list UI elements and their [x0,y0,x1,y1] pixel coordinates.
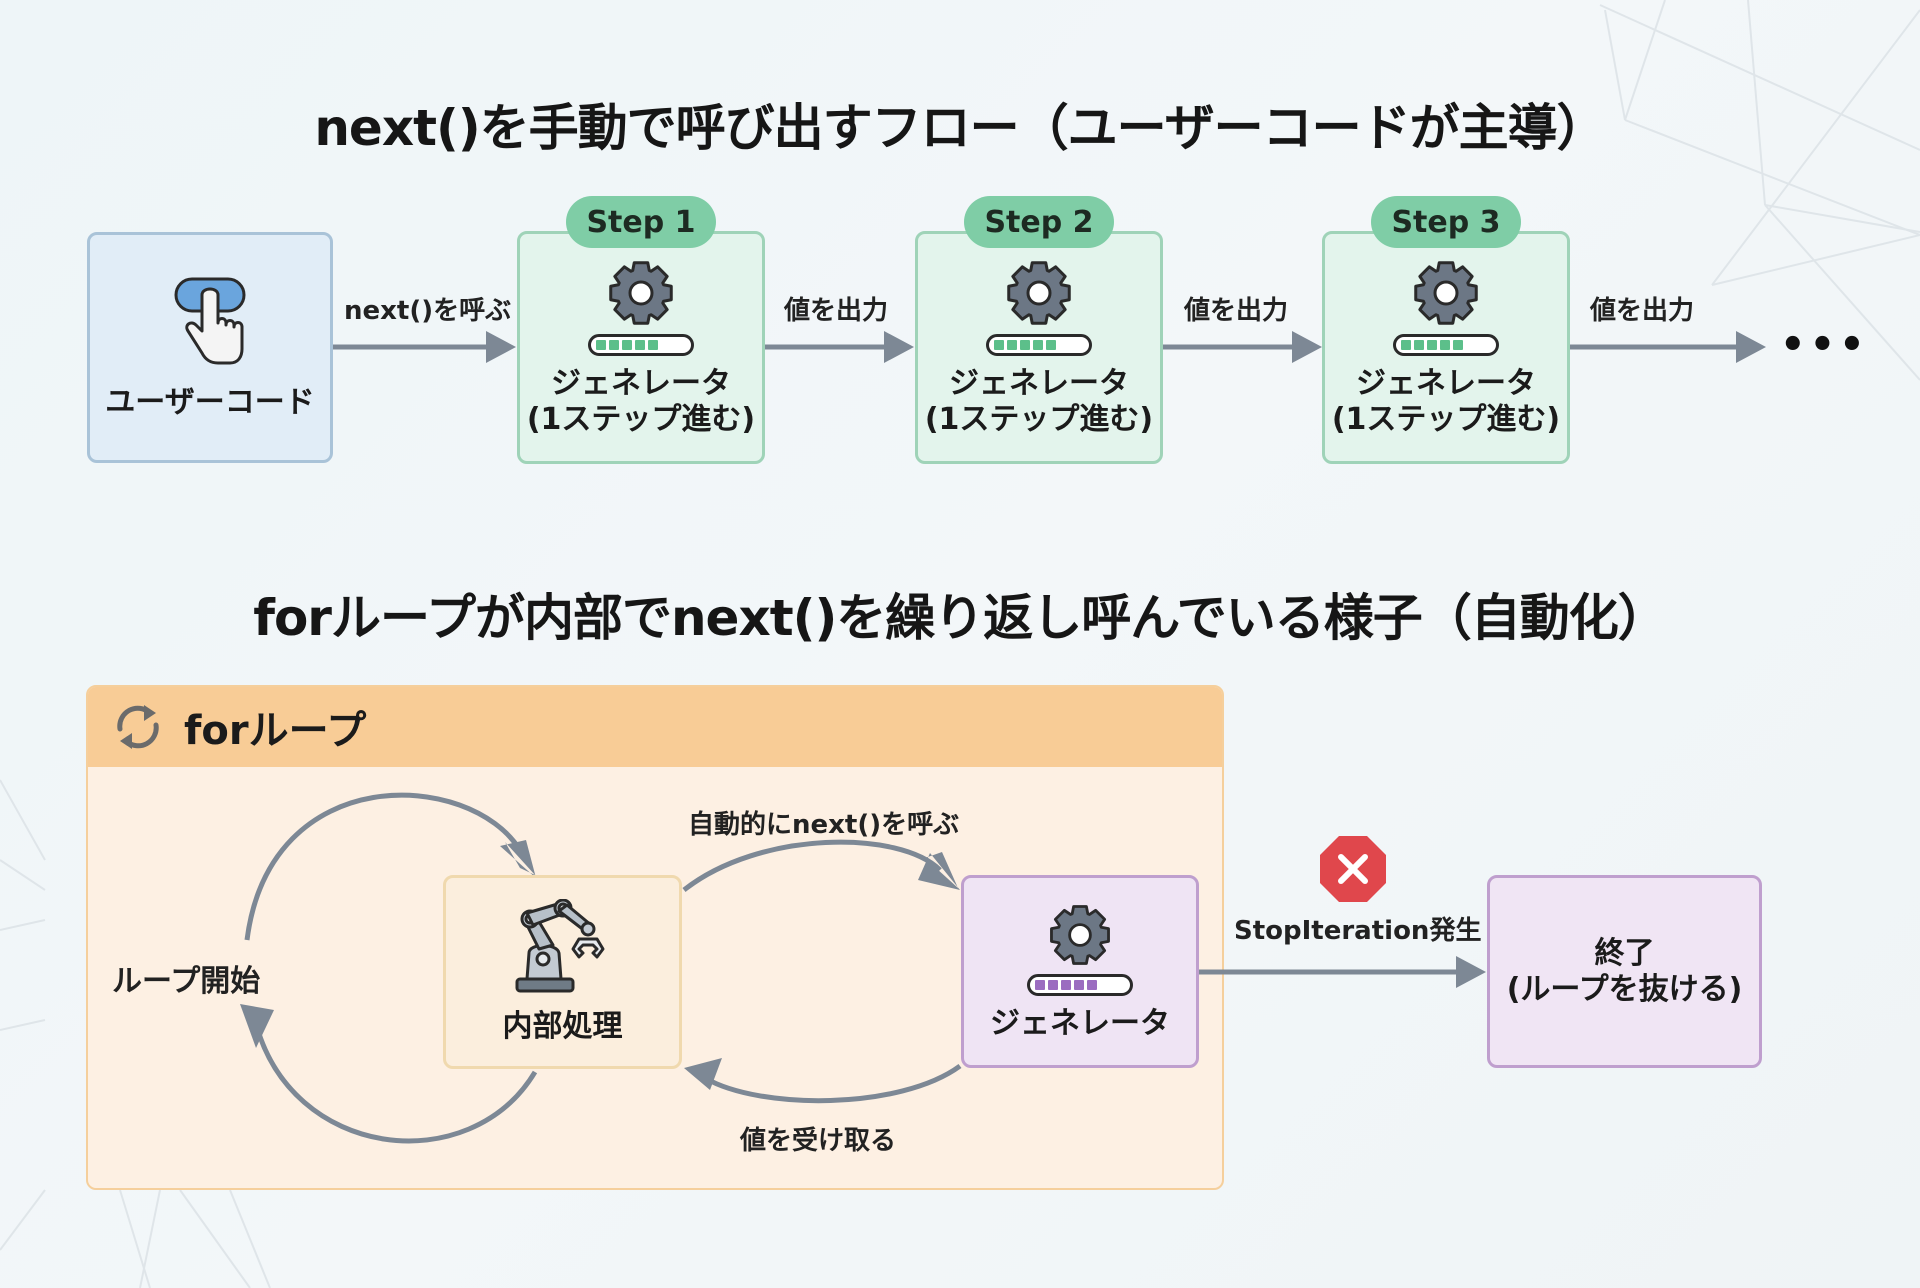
progress-segment [1033,339,1043,350]
auto-call-arc [682,839,942,892]
progress-segment [1440,339,1450,350]
progress-segment [994,339,1004,350]
receive-arc [703,1063,962,1104]
gear-icon [609,260,673,325]
continuation-dots: ••• [1780,322,1869,368]
progress-bar [1027,973,1133,996]
progress-segment [1035,979,1045,990]
loop-bottom-arc [252,1019,538,1144]
progress-bar [1393,333,1499,356]
gear-icon [1007,260,1071,325]
generator-label: ジェネレータ [949,365,1129,401]
progress-segment [609,339,619,350]
step-badge-3: Step 3 [1371,196,1521,248]
step-box-3: ジェネレータ (1ステップ進む) [1322,231,1570,464]
step-box-2: ジェネレータ (1ステップ進む) [915,231,1163,464]
pointer-hand-button-icon [174,277,246,364]
progress-segment [1061,979,1071,990]
step-box-1: ジェネレータ (1ステップ進む) [517,231,765,464]
step-badge-1: Step 1 [566,196,716,248]
loop-start-label: ループ開始 [112,964,261,999]
progress-segment [622,339,632,350]
progress-segment [1048,979,1058,990]
progress-bar [986,333,1092,356]
generator-sublabel: (1ステップ進む) [1331,401,1561,437]
progress-segment [648,339,658,350]
for-loop-title: forループ [184,708,367,754]
internal-process-box: 内部処理 [443,875,682,1069]
receive-label: 値を受け取る [740,1126,897,1156]
stop-error-icon [1320,836,1386,902]
generator-sublabel: (1ステップ進む) [526,401,756,437]
end-label: 終了 [1594,935,1655,971]
end-box: 終了 (ループを抜ける) [1487,875,1762,1068]
progress-segment [1453,339,1463,350]
progress-segment [1074,979,1084,990]
progress-segment [1087,979,1097,990]
refresh-loop-icon [117,705,159,749]
user-code-label: ユーザーコード [105,384,315,420]
progress-segment [635,339,645,350]
robot-arm-icon [515,899,604,993]
internal-process-label: 内部処理 [502,1009,623,1044]
end-sublabel: (ループを抜ける) [1506,971,1743,1007]
progress-segment [1401,339,1411,350]
section2-title: forループが内部でnext()を繰り返し呼んでいる様子（自動化） [253,589,1668,647]
progress-segment [1020,339,1030,350]
progress-bar [588,333,694,356]
generator-box: ジェネレータ [961,875,1199,1068]
stop-iteration-label: StopIteration発生 [1234,916,1482,946]
generator-label: ジェネレータ [551,365,731,401]
gear-icon [1414,260,1478,325]
user-code-box: ユーザーコード [87,232,333,463]
generator-label: ジェネレータ [1356,365,1536,401]
progress-segment [1007,339,1017,350]
output-label-1: 値を出力 [784,296,889,326]
progress-segment [596,339,606,350]
generator-label: ジェネレータ [990,1005,1170,1041]
gear-icon [1050,904,1110,965]
loop-top-arc [244,792,523,941]
step-badge-2: Step 2 [964,196,1114,248]
output-label-3: 値を出力 [1590,296,1695,326]
call-next-label: next()を呼ぶ [344,296,512,326]
auto-call-label: 自動的にnext()を呼ぶ [688,810,960,840]
output-label-2: 値を出力 [1184,296,1289,326]
generator-sublabel: (1ステップ進む) [924,401,1154,437]
progress-segment [1414,339,1424,350]
for-loop-header: forループ [88,687,1222,767]
section1-title: next()を手動で呼び出すフロー（ユーザーコードが主導） [314,99,1606,157]
section1-arrows [333,331,1766,363]
progress-segment [1046,339,1056,350]
progress-segment [1427,339,1437,350]
